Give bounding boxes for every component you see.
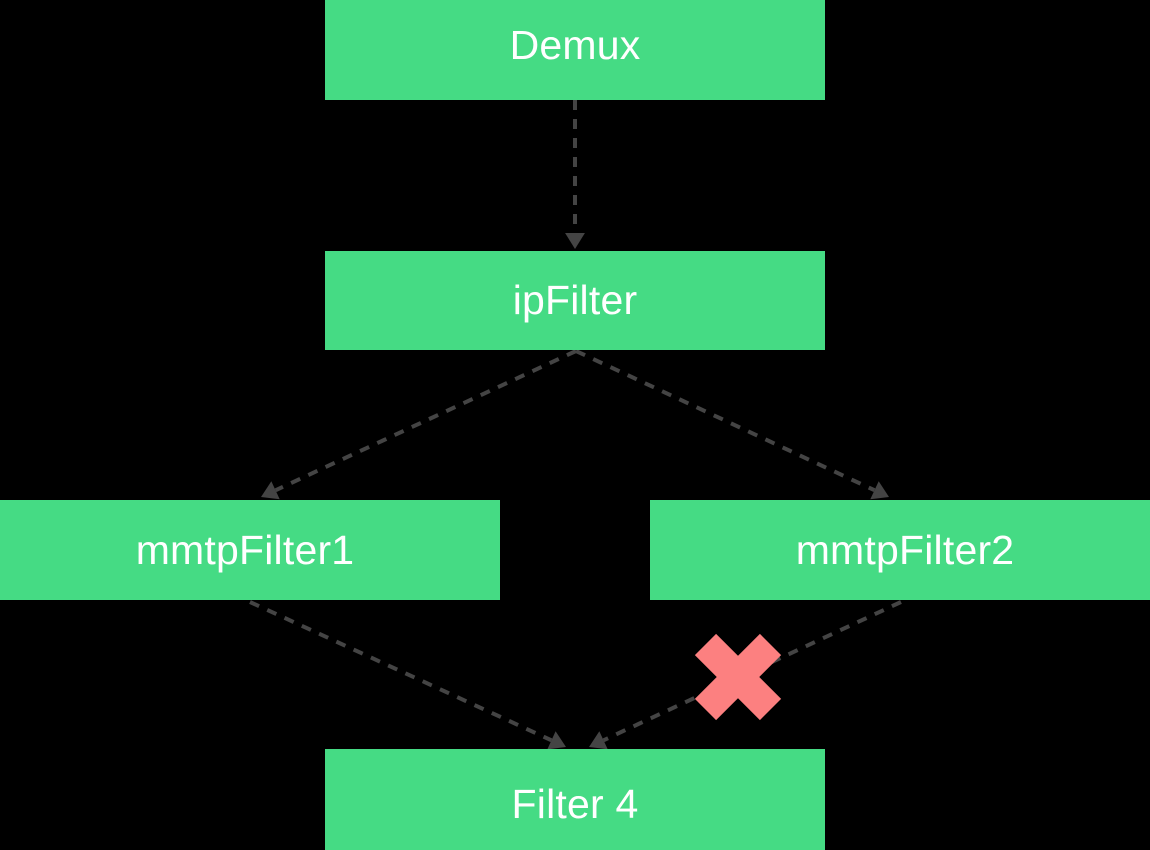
node-ipfilter[interactable]: ipFilter — [325, 251, 825, 350]
arrowhead-ipfilter-to-mmtpfilter1 — [261, 481, 280, 500]
node-filter4[interactable]: Filter 4 — [325, 749, 825, 850]
edge-ipfilter-to-mmtpfilter1 — [274, 349, 577, 493]
edge-ipfilter-to-mmtpfilter2 — [575, 349, 876, 493]
node-label-mmtpfilter2: mmtpFilter2 — [795, 526, 1015, 573]
arrowhead-mmtpfilter1-to-filter4 — [547, 731, 566, 750]
edge-mmtpfilter1-to-filter4 — [249, 600, 553, 743]
blocked-edge-x-icon — [694, 633, 782, 721]
node-demux[interactable]: Demux — [325, 0, 825, 100]
node-mmtpfilter2[interactable]: mmtpFilter2 — [650, 500, 1150, 600]
node-label-filter4: Filter 4 — [511, 781, 639, 827]
node-label-ipfilter: ipFilter — [512, 277, 638, 323]
blocked-markers-group — [694, 633, 782, 721]
edges-group — [249, 100, 902, 750]
arrowhead-demux-to-ipfilter — [565, 233, 585, 249]
arrowhead-ipfilter-to-mmtpfilter2 — [870, 481, 889, 500]
node-mmtpfilter1[interactable]: mmtpFilter1 — [0, 500, 500, 600]
node-label-demux: Demux — [509, 21, 641, 68]
edge-mmtpfilter2-to-filter4 — [602, 600, 902, 743]
arrowhead-mmtpfilter2-to-filter4 — [589, 731, 608, 750]
node-label-mmtpfilter1: mmtpFilter1 — [135, 526, 355, 573]
